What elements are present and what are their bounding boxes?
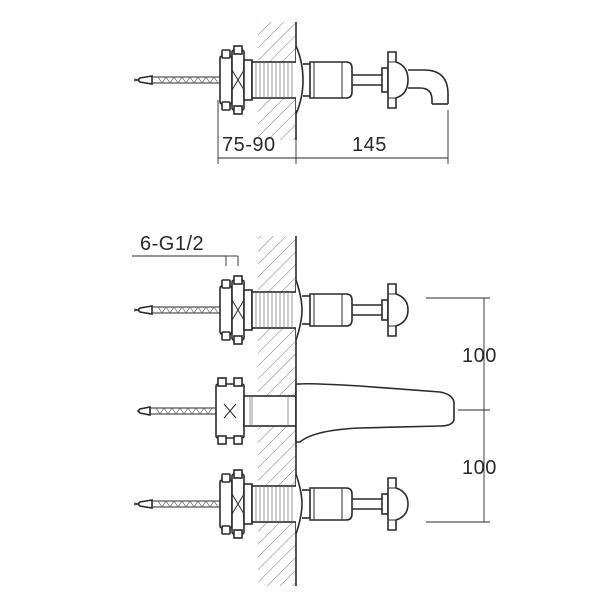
wall-depth-label: 75-90 xyxy=(222,134,276,156)
upper-valve xyxy=(295,279,409,341)
upper-spacing-label: 100 xyxy=(462,345,497,367)
front-view: 6-G1/2 xyxy=(132,233,497,586)
spout-reach-label: 145 xyxy=(352,134,387,156)
lower-valve xyxy=(295,473,409,535)
dimension-lines-bottom xyxy=(426,297,490,523)
spout-assembly xyxy=(136,377,455,445)
valve-body xyxy=(295,45,449,115)
dimension-lines-top xyxy=(217,100,449,164)
side-view: 75-90 145 xyxy=(133,22,449,164)
lower-spacing-label: 100 xyxy=(462,457,497,479)
thread-label: 6-G1/2 xyxy=(140,233,204,255)
